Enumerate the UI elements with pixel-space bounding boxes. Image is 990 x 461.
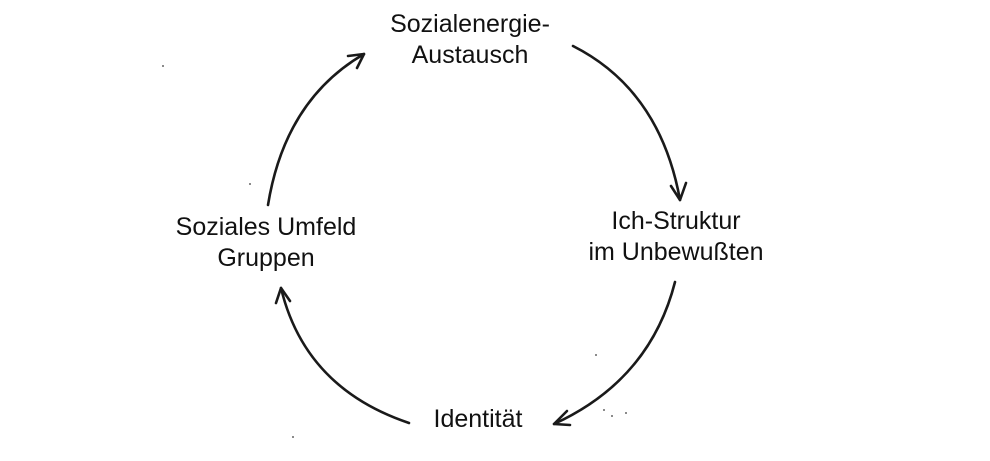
arrow-left-to-top — [266, 52, 366, 207]
scan-specks — [162, 65, 627, 438]
node-bottom-line1: Identität — [433, 405, 523, 433]
node-identitaet: Identität — [388, 404, 568, 435]
node-left-line1: Soziales Umfeld — [175, 213, 357, 241]
arrow-top-to-right — [571, 44, 688, 202]
node-soziales-umfeld: Soziales Umfeld Gruppen — [146, 212, 386, 274]
node-sozialenergie-austausch: Sozialenergie- Austausch — [360, 9, 580, 71]
arrow-bottom-to-left — [274, 286, 411, 425]
node-right-line2: im Unbewußten — [588, 238, 764, 266]
node-left-line2: Gruppen — [217, 244, 315, 272]
node-right-line1: Ich-Struktur — [611, 207, 741, 235]
node-top-line1: Sozialenergie- — [390, 10, 550, 38]
node-top-line2: Austausch — [411, 41, 529, 69]
node-ich-struktur: Ich-Struktur im Unbewußten — [556, 206, 796, 268]
arrow-right-to-bottom — [552, 280, 677, 427]
